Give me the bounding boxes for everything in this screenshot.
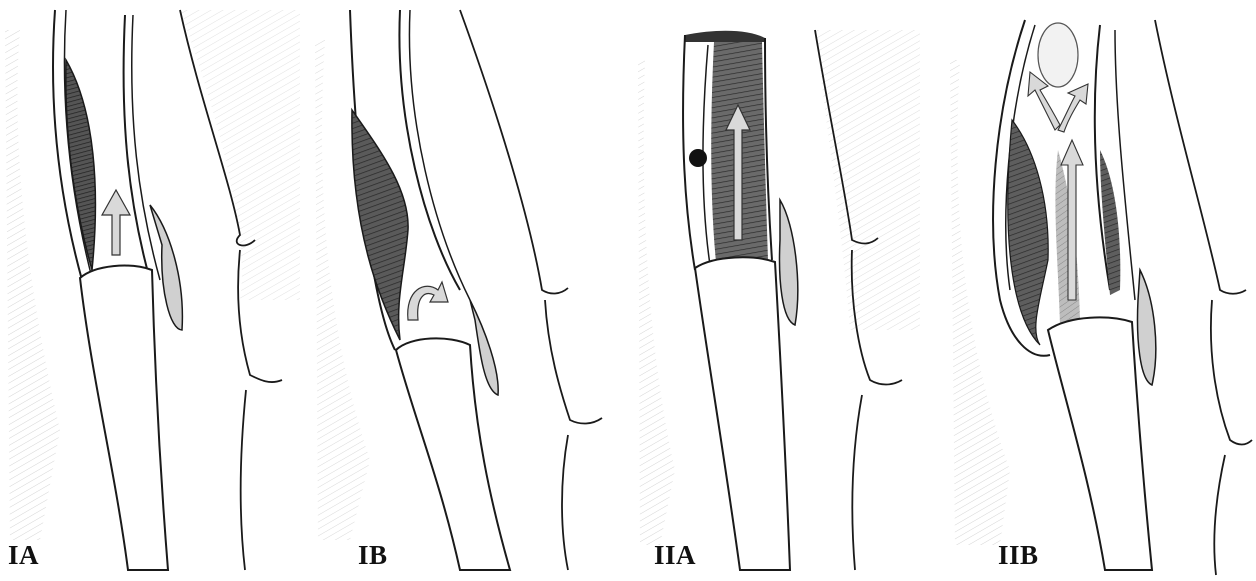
flow-arrow [102, 190, 130, 255]
false-lumen-right [1100, 150, 1120, 295]
thrombus-top [1038, 23, 1078, 87]
false-lumen [1008, 120, 1048, 345]
adjacent-vessel-mid [545, 300, 602, 424]
panel-iib-drawing [940, 0, 1256, 581]
panel-ia-drawing [0, 0, 310, 581]
panel-ia: IA [0, 0, 310, 581]
panel-iia: IIA [630, 0, 940, 581]
shading-left [5, 30, 60, 540]
panel-label-iib: IIB [998, 540, 1039, 571]
intimal-flap [1138, 270, 1156, 385]
panel-ib: IB [310, 0, 630, 581]
adjacent-vessel-lower [241, 390, 246, 570]
adjacent-vessel-lower [562, 435, 568, 570]
vessel-wall-right-inner [132, 15, 160, 280]
vessel-wall-right-inner [409, 10, 470, 300]
panel-ib-drawing [310, 0, 630, 581]
intimal-flap [470, 300, 498, 395]
top-band [685, 31, 765, 42]
adjacent-vessel-upper [460, 10, 568, 294]
panel-label-ia: IA [8, 540, 39, 571]
intimal-flap [780, 200, 798, 325]
shading-left [638, 60, 675, 545]
intimal-flap [150, 205, 182, 330]
adjacent-vessel-upper [1155, 20, 1246, 294]
sheath [80, 266, 168, 570]
sheath [1048, 317, 1152, 570]
vessel-wall-right [399, 10, 460, 290]
panel-iia-drawing [630, 0, 940, 581]
panel-label-ib: IB [358, 540, 388, 571]
adjacent-vessel-mid [1211, 300, 1252, 445]
adjacent-vessel-lower [852, 395, 862, 570]
panel-label-iia: IIA [654, 540, 696, 571]
shading-left [315, 40, 370, 540]
panel-iib: IIB [940, 0, 1256, 581]
adjacent-vessel-lower [1214, 455, 1225, 575]
thrombus [689, 149, 707, 167]
shading-right [815, 30, 920, 330]
vessel-wall-right [124, 15, 150, 280]
re-entry-arrow [408, 282, 448, 320]
flow-arrow-right [1058, 84, 1088, 132]
sheath [695, 257, 790, 570]
